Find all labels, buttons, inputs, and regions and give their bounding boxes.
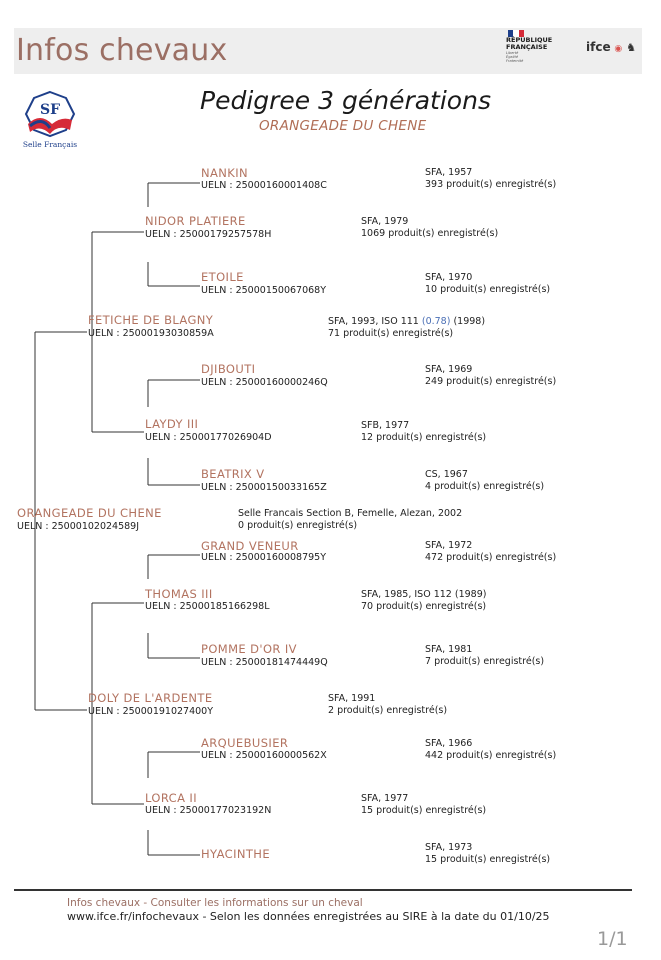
ddd-info-line2: 15 produit(s) enregistré(s)	[425, 854, 551, 865]
breed-logo-caption: Selle Français	[22, 140, 78, 149]
document-title: Pedigree 3 générations	[200, 86, 491, 115]
sdd-name: BEATRIX V	[201, 467, 265, 481]
ddd-name: HYACINTHE	[201, 847, 271, 861]
dd-ueln: UELN : 25000177023192N	[145, 805, 272, 816]
dd-info-line1: SFA, 1977	[361, 793, 409, 804]
sd-ueln: UELN : 25000177026904D	[145, 432, 272, 443]
sss-ueln: UELN : 25000160001408C	[201, 180, 327, 191]
ssd-info-line2: 10 produit(s) enregistré(s)	[425, 284, 551, 295]
header-bar	[14, 28, 642, 74]
page-number: 1/1	[597, 928, 628, 950]
subject-info-line1: Selle Francais Section B, Femelle, Aleza…	[238, 508, 463, 519]
sire-iso-value: (0.78)	[421, 316, 451, 327]
app-title: Infos chevaux	[16, 33, 228, 68]
sds-info-line1: SFA, 1969	[425, 364, 473, 375]
sire-ueln: UELN : 25000193030859A	[88, 328, 214, 339]
republique-francaise-logo: RÉPUBLIQUE FRANÇAISE Liberté Égalité Fra…	[506, 30, 576, 70]
ifce-horse-icon: ♞	[626, 41, 636, 54]
ss-info-line1: SFA, 1979	[361, 216, 409, 227]
sd-info-line1: SFB, 1977	[361, 420, 410, 431]
sss-info-line1: SFA, 1957	[425, 167, 473, 178]
dam-info-line1: SFA, 1991	[328, 693, 376, 704]
ifce-mark-icon: ◉	[614, 44, 623, 54]
sd-info-line2: 12 produit(s) enregistré(s)	[361, 432, 487, 443]
ds-info-line2: 70 produit(s) enregistré(s)	[361, 601, 487, 612]
ssd-ueln: UELN : 25000150067068Y	[201, 285, 327, 296]
sds-name: DJIBOUTI	[201, 362, 256, 376]
sire-name: FETICHE DE BLAGNY	[88, 313, 214, 327]
dsd-info-line2: 7 produit(s) enregistré(s)	[425, 656, 545, 667]
dss-info-line2: 472 produit(s) enregistré(s)	[425, 552, 557, 563]
ds-ueln: UELN : 25000185166298L	[145, 601, 270, 612]
sds-info-line2: 249 produit(s) enregistré(s)	[425, 376, 557, 387]
dss-info-line1: SFA, 1972	[425, 540, 473, 551]
dd-name: LORCA II	[145, 791, 198, 805]
dds-info-line2: 442 produit(s) enregistré(s)	[425, 750, 557, 761]
sire-iso-year: (1998)	[450, 316, 486, 327]
selle-francais-emblem-icon: SF	[24, 90, 76, 138]
sdd-info-line2: 4 produit(s) enregistré(s)	[425, 481, 545, 492]
dsd-name: POMME D'OR IV	[201, 642, 297, 656]
footer-description: Infos chevaux - Consulter les informatio…	[67, 897, 363, 909]
sss-info-line2: 393 produit(s) enregistré(s)	[425, 179, 557, 190]
ds-info-line1: SFA, 1985, ISO 112 (1989)	[361, 589, 487, 600]
french-flag-icon	[508, 30, 524, 37]
sd-name: LAYDY III	[145, 417, 199, 431]
gov-motto-1: Liberté	[506, 51, 519, 55]
sdd-ueln: UELN : 25000150033165Z	[201, 482, 327, 493]
ss-name: NIDOR PLATIERE	[145, 214, 246, 228]
sire-info-line1: SFA, 1993, ISO 111	[328, 316, 422, 327]
ifce-logo: ifce ◉ ♞	[586, 40, 646, 70]
sdd-info-line1: CS, 1967	[425, 469, 468, 480]
ifce-logo-text: ifce	[586, 40, 611, 54]
gov-motto-2: Égalité	[506, 55, 519, 59]
ss-ueln: UELN : 25000179257578H	[145, 229, 272, 240]
dds-info-line1: SFA, 1966	[425, 738, 473, 749]
subject-name: ORANGEADE DU CHENE	[17, 506, 162, 520]
dam-ueln: UELN : 25000191027400Y	[88, 706, 214, 717]
subject-info: Selle Francais Section B, Femelle, Aleza…	[238, 508, 462, 532]
footer-source-link[interactable]: www.ifce.fr/infochevaux - Selon les donn…	[67, 910, 550, 923]
ssd-info-line1: SFA, 1970	[425, 272, 473, 283]
sf-monogram: SF	[40, 102, 60, 118]
dss-ueln: UELN : 25000160008795Y	[201, 552, 327, 563]
sire-info-line2: 71 produit(s) enregistré(s)	[328, 328, 454, 339]
dd-info-line2: 15 produit(s) enregistré(s)	[361, 805, 487, 816]
ddd-info-line1: SFA, 1973	[425, 842, 473, 853]
subject-ueln: UELN : 25000102024589J	[17, 521, 140, 532]
gov-motto-3: Fraternité	[506, 59, 524, 63]
ds-info: SFA, 1985, ISO 112 (1989)70 produit(s) e…	[361, 589, 486, 613]
dds-name: ARQUEBUSIER	[201, 736, 289, 750]
ss-info-line2: 1069 produit(s) enregistré(s)	[361, 228, 499, 239]
sire-info: SFA, 1993, ISO 111 (0.78) (1998)71 produ…	[328, 316, 485, 340]
sds-ueln: UELN : 25000160000246Q	[201, 377, 328, 388]
dds-ueln: UELN : 25000160000562X	[201, 750, 327, 761]
footer-divider	[14, 889, 632, 891]
selle-francais-logo: SF Selle Français	[22, 90, 78, 150]
dss-name: GRAND VENEUR	[201, 539, 299, 553]
subject-info-line2: 0 produit(s) enregistré(s)	[238, 520, 358, 531]
sss-name: NANKIN	[201, 166, 249, 180]
ssd-name: ETOILE	[201, 270, 244, 284]
dam-info-line2: 2 produit(s) enregistré(s)	[328, 705, 448, 716]
ds-name: THOMAS III	[145, 587, 213, 601]
dam-name: DOLY DE L'ARDENTE	[88, 691, 213, 705]
dsd-info-line1: SFA, 1981	[425, 644, 473, 655]
dsd-ueln: UELN : 25000181474449Q	[201, 657, 328, 668]
gov-logo-text: RÉPUBLIQUE FRANÇAISE	[506, 36, 553, 51]
document-horse-name: ORANGEADE DU CHENE	[259, 118, 427, 134]
